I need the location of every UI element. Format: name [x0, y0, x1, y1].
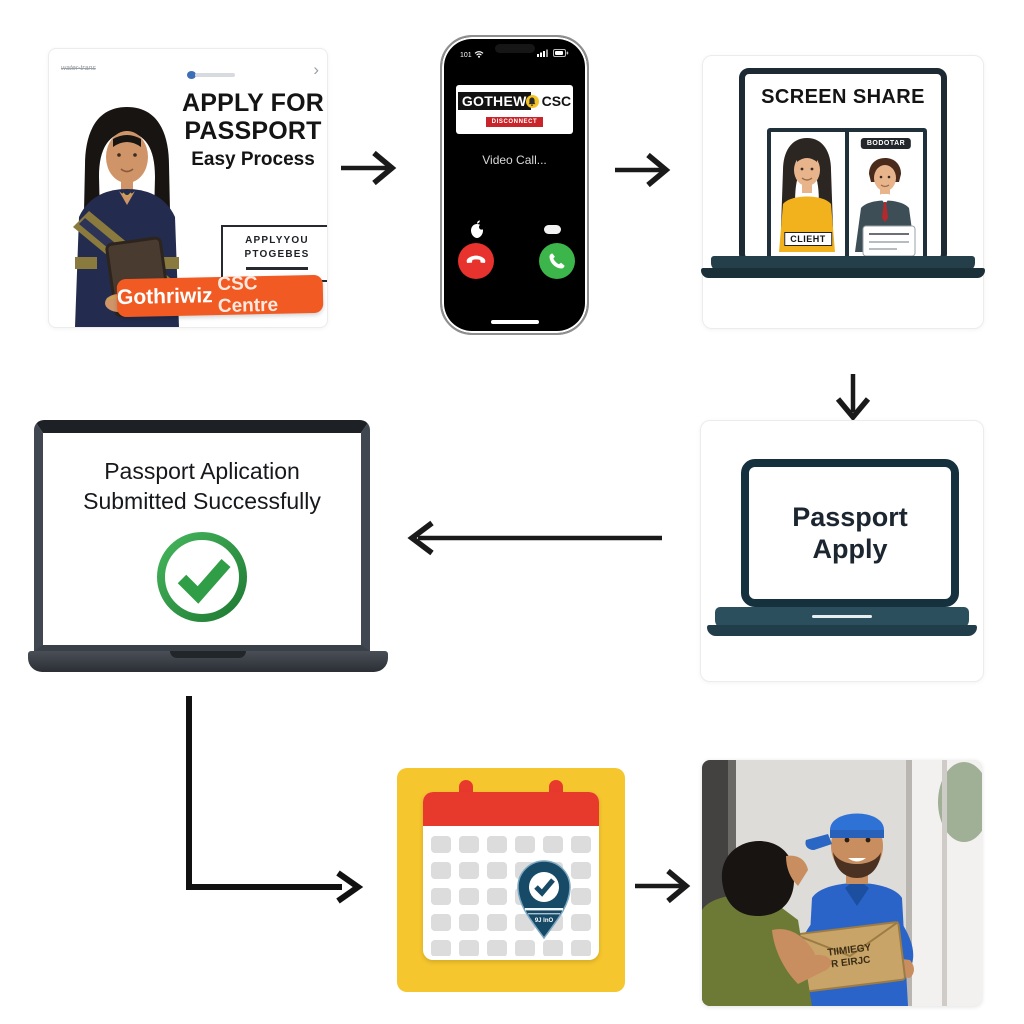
bell-icon — [525, 94, 539, 108]
success-message-line2: Submitted Successfully — [83, 487, 321, 514]
pin-text: 9J InO — [535, 918, 554, 924]
envelope-text-line1: TIIMIEGY — [827, 942, 872, 958]
home-indicator — [490, 320, 539, 324]
envelope: TIIMIEGY R EIRJC — [794, 921, 906, 993]
ad-card-apply-passport: water-trans › APPLY FOR PASSPORT Easy Pr… — [48, 48, 328, 328]
apply-laptop-notch — [812, 615, 872, 618]
ad-headline-line2: PASSPORT — [184, 117, 322, 145]
screenshare-split-view: CLIEHT BODOTAR — [767, 128, 927, 260]
agent-woman-smile — [120, 168, 134, 173]
arrow-apply-to-success — [404, 516, 666, 560]
success-message: Passport Aplication Submitted Successful… — [43, 457, 361, 517]
envelope-text-line2: R EIRJC — [831, 955, 871, 971]
agent-woman-hairline — [113, 135, 141, 147]
operator-label: BODOTAR — [860, 138, 912, 149]
success-check-icon — [157, 531, 247, 622]
recipient-woman-arm — [772, 929, 822, 984]
arrow-ad-to-call — [338, 146, 400, 190]
delivery-photo: TIIMIEGY R EIRJC — [702, 760, 982, 1006]
ad-badge-rule — [246, 267, 308, 270]
mini-logo-icon — [187, 71, 237, 79]
mini-logo-dot — [187, 71, 196, 79]
accept-call-icon — [549, 253, 565, 269]
apply-text-line2: Apply — [812, 534, 888, 564]
success-laptop-screen: Passport Aplication Submitted Successful… — [34, 420, 370, 651]
caller-red-tag: DISCONNECT — [485, 117, 544, 127]
status-carrier-text: 101 — [460, 51, 472, 59]
operator-man-illustration — [855, 158, 916, 256]
ad-badge-line2: PTOGEBES — [244, 248, 310, 260]
recipient-woman-face-edge — [786, 855, 808, 886]
foliage — [938, 762, 982, 842]
video-call-label: Video Call... — [482, 153, 547, 167]
banner-suffix-text: CSC Centre — [217, 273, 279, 318]
message-pill-icon — [544, 225, 561, 234]
caller-id-card: GOTHEW CSC DISCONNECT — [456, 85, 573, 134]
delivery-man-smile — [848, 858, 866, 862]
banner-brand-text: Gothriwiz — [116, 284, 213, 310]
watermark-text: water-trans — [61, 65, 96, 72]
apple-logo-icon — [471, 220, 485, 238]
agent-woman-cuff — [75, 257, 97, 269]
status-left-group: 101 — [460, 50, 484, 59]
passport-apply-panel: Passport Apply — [700, 420, 984, 682]
client-label: CLIEHT — [784, 232, 832, 246]
agent-woman-necklace — [122, 192, 132, 197]
delivery-man-beard — [833, 852, 881, 878]
ad-headline: APPLY FOR PASSPORT — [177, 89, 327, 145]
phone-status-bar: 101 — [442, 49, 587, 59]
success-laptop-notch — [170, 651, 246, 658]
screen-share-panel: SCREEN SHARE CLIEHT — [701, 55, 985, 329]
arrow-call-to-screenshare — [612, 148, 674, 192]
success-laptop-base — [28, 651, 388, 672]
recipient-woman-hand — [810, 954, 832, 973]
delivery-man-cap — [805, 813, 884, 850]
screenshare-laptop-base — [701, 256, 985, 278]
arrow-success-to-calendar — [180, 692, 380, 904]
agent-woman-neck — [121, 179, 133, 191]
status-right-group — [537, 49, 569, 59]
phone-video-call: 101 GOTHEW CSC — [440, 35, 589, 335]
battery-icon — [553, 49, 569, 57]
ad-badge: APPLYYOU PTOGEBES — [221, 225, 327, 282]
screenshare-title: SCREEN SHARE — [761, 86, 925, 108]
csc-centre-banner: Gothriwiz CSC Centre — [116, 273, 324, 318]
recipient-woman-hair — [721, 840, 795, 916]
ad-subheadline: Easy Process — [191, 149, 315, 170]
chevron-right-icon: › — [313, 60, 319, 79]
apply-laptop-screen: Passport Apply — [741, 459, 959, 607]
decline-call-icon — [466, 255, 486, 264]
appointment-calendar: 9J InO — [397, 768, 625, 992]
apply-laptop-base — [707, 607, 977, 636]
agent-woman-hair — [83, 107, 171, 257]
accept-call-button — [539, 243, 575, 279]
ad-badge-line1: APPLYYOU — [245, 235, 309, 246]
caller-logo-row: GOTHEW CSC — [456, 92, 573, 110]
agent-woman-chest — [119, 191, 135, 205]
signal-bars-icon — [537, 49, 549, 57]
agent-woman-eye — [133, 153, 137, 157]
delivery-scene-illustration: TIIMIEGY R EIRJC — [702, 760, 982, 1006]
apply-text: Passport Apply — [792, 501, 908, 566]
wifi-icon — [474, 50, 484, 58]
ad-headline-line1: APPLY FOR — [181, 89, 325, 117]
caller-brand-suffix-text: CSC — [541, 93, 572, 109]
recipient-woman — [702, 840, 832, 1006]
mini-logo-bar — [195, 73, 235, 77]
apply-text-line1: Passport — [792, 501, 908, 532]
agent-woman-eye — [117, 153, 121, 157]
client-video-cell: CLIEHT — [771, 132, 849, 256]
success-laptop: Passport Aplication Submitted Successful… — [28, 420, 388, 672]
decline-call-button — [458, 243, 494, 279]
location-pin-check-icon: 9J InO — [517, 860, 571, 940]
arrow-screenshare-to-apply — [831, 372, 875, 424]
phone-notch — [494, 44, 535, 53]
caller-brand-text: GOTHEW — [457, 92, 531, 110]
success-message-line1: Passport Aplication — [104, 458, 300, 484]
screenshare-laptop-screen: SCREEN SHARE CLIEHT — [739, 68, 947, 264]
calendar-header — [423, 792, 599, 826]
operator-video-cell: BODOTAR — [849, 132, 923, 256]
arrow-calendar-to-delivery — [632, 864, 694, 908]
